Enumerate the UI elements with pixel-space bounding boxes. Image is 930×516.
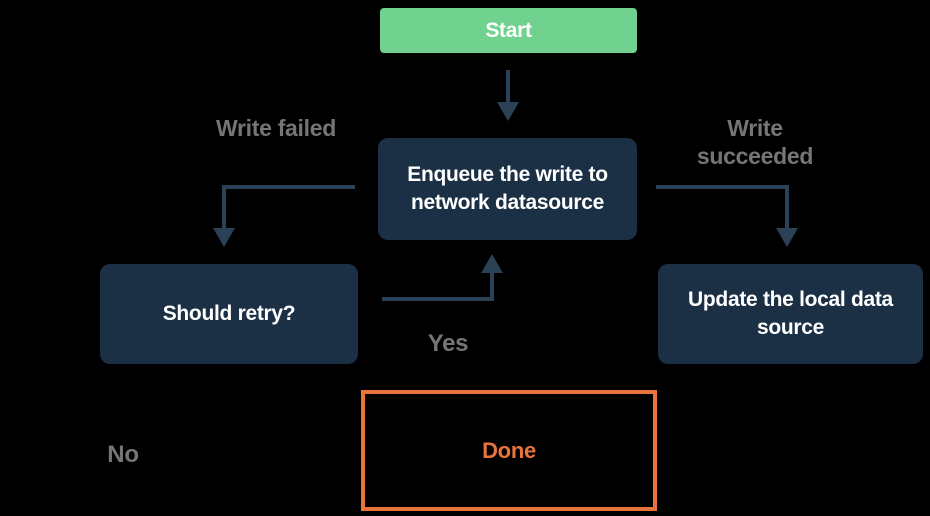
node-update-local-source: Update the local data source (658, 264, 923, 364)
node-enqueue-write: Enqueue the write to network datasource (378, 138, 637, 240)
node-done: Done (361, 390, 657, 511)
arrow-head-up-icon (481, 254, 503, 273)
edge-label-yes: Yes (427, 330, 469, 357)
arrow-head-down-icon (213, 228, 235, 247)
node-start: Start (380, 8, 637, 53)
arrow-head-down-icon (776, 228, 798, 247)
edge-label-write-succeeded: Write succeeded (696, 115, 814, 169)
arrow-line (222, 185, 355, 229)
arrow-write-failed (213, 185, 355, 247)
arrow-write-succeeded (656, 185, 798, 247)
arrow-start-to-enqueue (497, 70, 519, 121)
edge-label-write-failed: Write failed (216, 115, 336, 141)
arrow-yes-retry (382, 254, 503, 301)
edge-label-no: No (107, 441, 139, 468)
node-should-retry: Should retry? (100, 264, 358, 364)
arrow-line (382, 272, 494, 301)
arrow-head-down-icon (497, 102, 519, 121)
arrow-line (656, 185, 789, 229)
